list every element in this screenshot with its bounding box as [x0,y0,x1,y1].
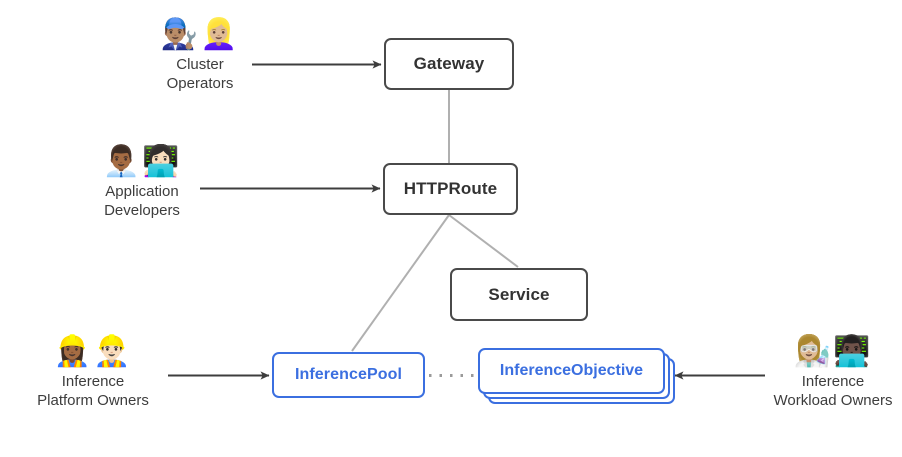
node-gateway[interactable]: Gateway [384,38,514,90]
edge-httproute-to-service [448,214,519,268]
node-gateway-label: Gateway [413,54,485,73]
persona-inference-workload-owners: 👩🏼‍🔬👨🏿‍💻 Inference Workload Owners [764,335,902,410]
inference-workload-owners-label-line1: Inference [801,373,865,390]
node-inferencepool-label: InferencePool [294,366,403,383]
persona-application-developers: 👨🏾‍💼👩🏻‍💻 Application Developers [72,145,212,220]
node-httproute-label: HTTPRoute [403,179,498,198]
persona-cluster-operators: 👨🏽‍🔧👱🏼‍♀️ Cluster Operators [130,18,270,93]
edge-httproute-to-inferencepool [351,214,450,352]
application-developers-emoji: 👨🏾‍💼👩🏻‍💻 [102,145,182,178]
node-inferenceobjective-stack[interactable]: InferenceObjective [478,348,675,404]
inference-workload-owners-emoji: 👩🏼‍🔬👨🏿‍💻 [793,335,873,368]
application-developers-label-line1: Application [105,183,179,200]
node-inferencepool[interactable]: InferencePool [272,352,425,398]
node-inferenceobjective-label: InferenceObjective [499,362,644,379]
cluster-operators-label-line1: Cluster [176,56,224,73]
application-developers-label-line2: Developers [104,202,180,219]
cluster-operators-emoji: 👨🏽‍🔧👱🏼‍♀️ [160,18,240,51]
inference-platform-owners-emoji: 👷🏾‍♀️👷🏻‍♂️ [53,335,133,368]
persona-inference-platform-owners: 👷🏾‍♀️👷🏻‍♂️ Inference Platform Owners [18,335,168,410]
inference-platform-owners-label-line2: Platform Owners [37,392,149,409]
cluster-operators-label-line2: Operators [166,75,234,92]
node-service[interactable]: Service [450,268,588,321]
inference-workload-owners-label-line2: Workload Owners [773,392,893,409]
node-service-label: Service [488,284,550,304]
inference-platform-owners-label-line1: Inference [61,373,125,390]
node-httproute[interactable]: HTTPRoute [383,163,518,215]
node-inferenceobjective[interactable]: InferenceObjective [478,348,665,394]
